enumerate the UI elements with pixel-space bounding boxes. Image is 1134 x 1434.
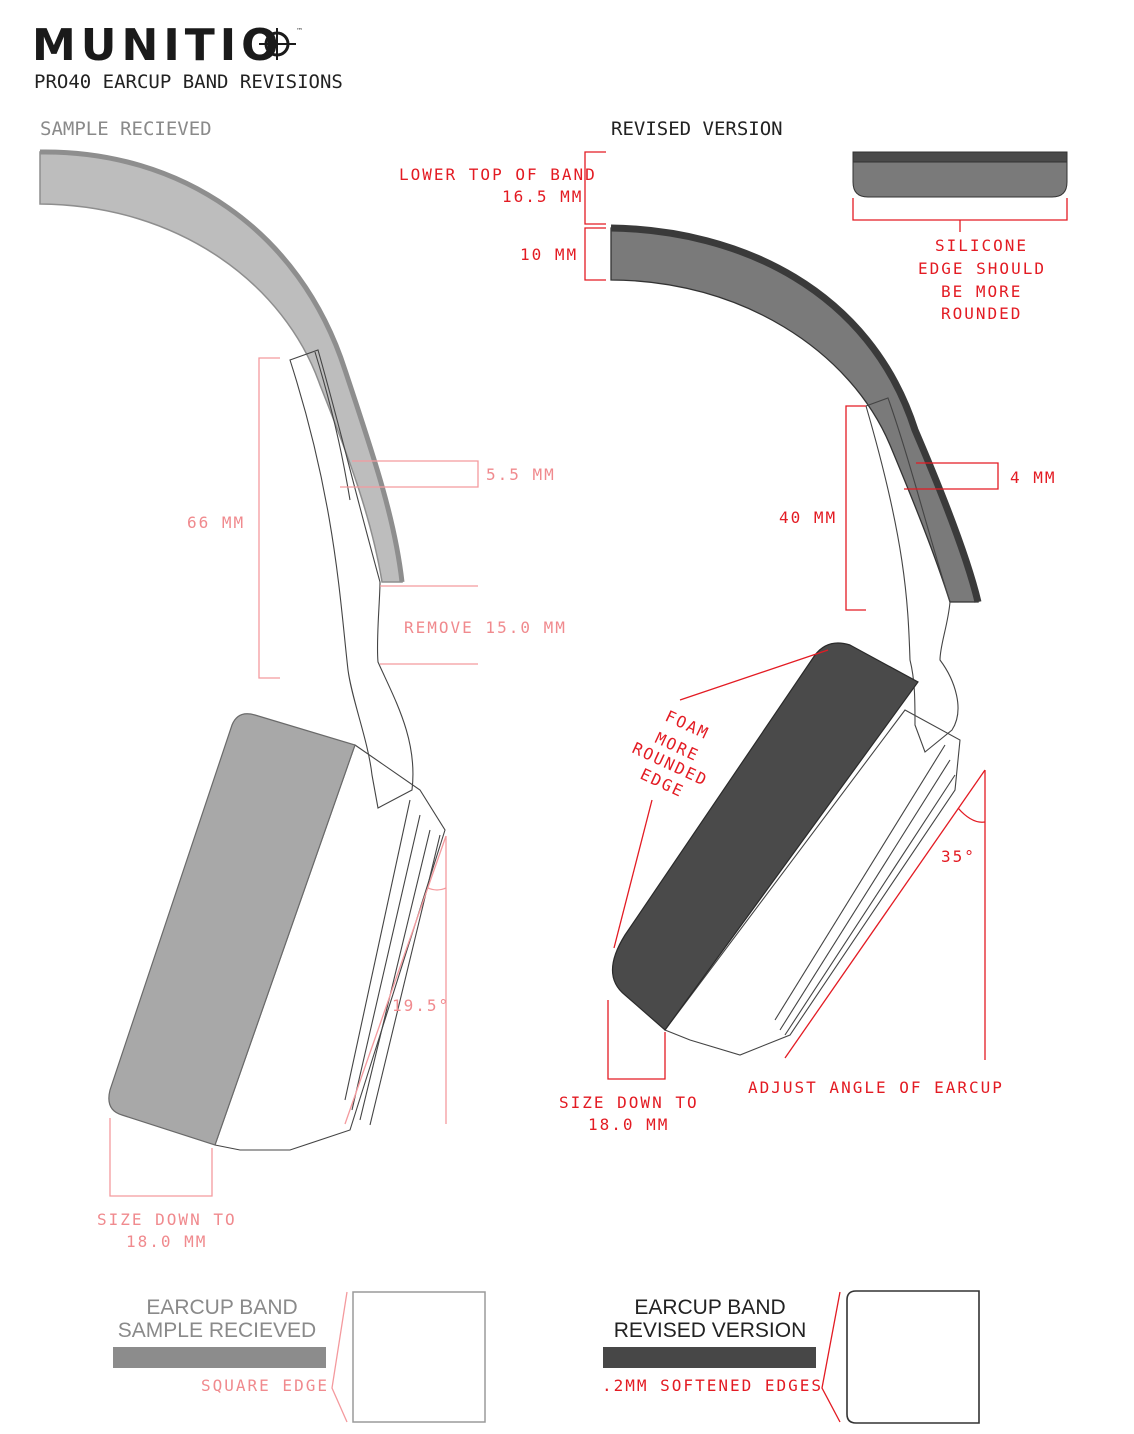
square-edge-detail: [352, 1291, 486, 1423]
dim-5-5-label: 5.5 MM: [486, 465, 556, 484]
adjust-angle-label: ADJUST ANGLE OF EARCUP: [748, 1078, 1004, 1097]
right-dimension-4: 4 MM: [904, 462, 1057, 490]
dim-66-label: 66 MM: [187, 513, 245, 532]
page-subtitle: PRO40 EARCUP BAND REVISIONS: [34, 71, 343, 93]
right-cushion: [612, 642, 919, 1031]
right-band-title2: REVISED VERSION: [614, 1319, 807, 1342]
right-lower-top: LOWER TOP OF BAND 16.5 MM: [399, 151, 606, 225]
bottom-right-band: EARCUP BAND REVISED VERSION .2MM SOFTENE…: [602, 1290, 980, 1424]
brand-logo: MUNITIO: [32, 20, 284, 71]
remove-15-label: REMOVE 15.0 MM: [404, 618, 567, 637]
left-size-down-line2: 18.0 MM: [126, 1232, 207, 1251]
left-earcup-housing: [214, 744, 446, 1151]
right-band-swatch: [603, 1347, 816, 1368]
left-band-title2: SAMPLE RECIEVED: [118, 1319, 316, 1342]
right-size-down-line1: SIZE DOWN TO: [559, 1093, 699, 1112]
right-size-down: SIZE DOWN TO 18.0 MM: [559, 1000, 699, 1134]
right-slider: [865, 397, 959, 753]
dim-40-label: 40 MM: [779, 508, 837, 527]
left-slider: [289, 349, 414, 809]
left-headphone: [39, 149, 446, 1151]
softened-edges-label: .2MM SOFTENED EDGES: [602, 1376, 823, 1395]
right-earcup-housing: [664, 709, 961, 1056]
left-dimension-5-5: 5.5 MM: [340, 460, 556, 488]
left-band-title1: EARCUP BAND: [146, 1296, 297, 1319]
right-dimension-40: 40 MM: [779, 405, 866, 611]
softened-edge-detail: [846, 1290, 980, 1424]
left-size-down-line1: SIZE DOWN TO: [97, 1210, 237, 1229]
dim-4-label: 4 MM: [1010, 468, 1057, 487]
dim-10-label: 10 MM: [520, 245, 578, 264]
right-header: REVISED VERSION: [611, 118, 783, 140]
bottom-left-band: EARCUP BAND SAMPLE RECIEVED SQUARE EDGE: [113, 1291, 486, 1423]
crosshair-icon: [259, 28, 296, 60]
left-angle-19-5: 19.5°: [344, 835, 450, 1125]
lower-top-line1: LOWER TOP OF BAND: [399, 165, 597, 184]
angle-35-label: 35°: [941, 847, 976, 866]
right-angle-35: 35° ADJUST ANGLE OF EARCUP: [748, 769, 1004, 1097]
trademark: ™: [296, 27, 303, 35]
silicone-line3: BE MORE: [941, 282, 1022, 301]
lower-top-line2: 16.5 MM: [502, 187, 583, 206]
left-size-down: SIZE DOWN TO 18.0 MM: [97, 1118, 237, 1251]
left-cushion: [108, 713, 356, 1146]
left-header: SAMPLE RECIEVED: [40, 118, 212, 140]
left-band-swatch: [113, 1347, 326, 1368]
angle-19-5-label: 19.5°: [392, 996, 450, 1015]
silicone-line2: EDGE SHOULD: [918, 259, 1046, 278]
right-headband: [610, 227, 979, 603]
right-size-down-line2: 18.0 MM: [588, 1115, 669, 1134]
left-dimension-66: 66 MM: [187, 357, 280, 679]
silicone-band-section: SILICONE EDGE SHOULD BE MORE ROUNDED: [852, 151, 1068, 323]
silicone-line4: ROUNDED: [941, 304, 1022, 323]
right-headphone: [610, 224, 982, 1056]
right-dimension-10: 10 MM: [520, 227, 606, 281]
square-edge-label: SQUARE EDGE: [201, 1376, 329, 1395]
right-band-title1: EARCUP BAND: [634, 1296, 785, 1319]
silicone-line1: SILICONE: [935, 236, 1028, 255]
left-remove-15: REMOVE 15.0 MM: [380, 585, 567, 665]
